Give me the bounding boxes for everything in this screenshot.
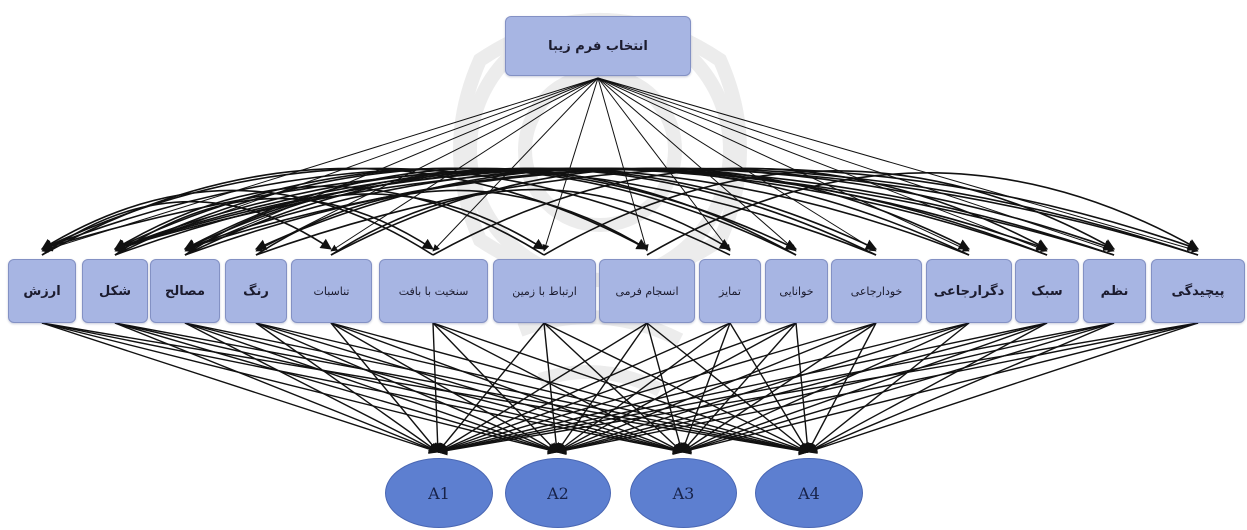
criterion-node: ارتباط با زمین: [493, 259, 596, 323]
edge: [255, 322, 558, 454]
edge: [729, 322, 809, 453]
alternative-node: A4: [755, 458, 863, 528]
edge: [646, 172, 1199, 256]
edge: [330, 167, 970, 256]
edge: [114, 322, 558, 455]
edge: [597, 77, 731, 252]
edge: [597, 77, 877, 252]
criterion-node: شکل: [82, 259, 148, 323]
edge: [114, 77, 599, 253]
edge: [807, 322, 1199, 454]
edge: [556, 322, 1048, 455]
edge: [437, 322, 731, 453]
edge: [41, 322, 439, 454]
edge: [184, 167, 797, 256]
edge: [184, 77, 599, 252]
edge: [184, 322, 809, 456]
goal-node: انتخاب فرم زیبا: [505, 16, 691, 76]
edge: [597, 77, 970, 252]
edge: [432, 167, 1048, 256]
edge: [437, 322, 877, 455]
criterion-node: سبک: [1015, 259, 1079, 323]
edge: [255, 322, 439, 453]
edge: [597, 77, 1048, 253]
edge: [556, 322, 731, 453]
edge: [681, 322, 1115, 455]
edge: [432, 322, 443, 453]
edge: [807, 322, 1048, 453]
edge: [184, 193, 545, 256]
criterion-node: ارزش: [8, 259, 76, 323]
edge: [41, 322, 683, 456]
alternative-node: A1: [385, 458, 493, 528]
edge: [432, 322, 809, 454]
edge: [114, 322, 439, 454]
criterion-node: سنخیت با بافت: [379, 259, 488, 323]
edge: [556, 322, 1199, 456]
edge: [556, 322, 970, 455]
edge: [556, 322, 797, 453]
edge: [437, 322, 797, 454]
edge: [41, 322, 809, 456]
edge: [40, 167, 731, 256]
edge: [681, 322, 1048, 454]
edge: [543, 322, 561, 453]
edge: [542, 77, 599, 252]
edge: [807, 322, 1115, 454]
alternative-node: A2: [505, 458, 611, 528]
edge: [184, 322, 683, 455]
edge: [437, 322, 545, 453]
edge: [597, 77, 1199, 253]
edge: [556, 322, 877, 454]
edge: [437, 322, 1048, 455]
criterion-node: رنگ: [225, 259, 287, 323]
edge: [41, 322, 558, 455]
edge: [113, 167, 970, 256]
edge: [437, 322, 1115, 456]
criterion-node: پیچیدگی: [1151, 259, 1245, 323]
edge: [330, 188, 731, 256]
criteria-to-alternative-edges: [41, 322, 1199, 456]
edge: [184, 322, 558, 454]
edge: [432, 77, 599, 252]
criterion-node: خوانایی: [765, 259, 828, 323]
edge: [681, 322, 1199, 455]
edge: [114, 322, 683, 455]
criterion-node: نظم: [1083, 259, 1146, 323]
edge: [543, 322, 683, 453]
alternative-node: A3: [630, 458, 737, 528]
edge: [807, 322, 877, 453]
criterion-node: مصالح: [150, 259, 220, 323]
criterion-node: تناسبات: [291, 259, 372, 323]
edge: [41, 77, 599, 253]
edge: [255, 189, 648, 256]
edge: [646, 322, 685, 453]
edge: [681, 322, 970, 453]
edge: [556, 322, 648, 453]
edge: [184, 322, 439, 453]
edge: [437, 322, 648, 453]
edge: [597, 77, 649, 252]
edge: [437, 322, 970, 455]
criterion-node: انسجام فرمی: [599, 259, 695, 323]
edge: [681, 322, 797, 453]
edge: [255, 77, 599, 252]
edge: [556, 322, 1115, 455]
edge: [330, 322, 558, 453]
edge: [597, 77, 797, 252]
edge: [597, 77, 1115, 253]
criterion-node: تمایز: [699, 259, 761, 323]
goal-to-criteria-edges: [41, 77, 1199, 253]
edge: [183, 167, 1199, 256]
edge: [646, 322, 809, 453]
criterion-node: خودارجاعی: [831, 259, 922, 323]
edge: [114, 185, 545, 256]
edge: [330, 322, 439, 453]
criterion-node: دگرارجاعی: [926, 259, 1012, 323]
edge: [437, 322, 1199, 456]
edge: [114, 322, 809, 456]
edge: [330, 77, 599, 252]
